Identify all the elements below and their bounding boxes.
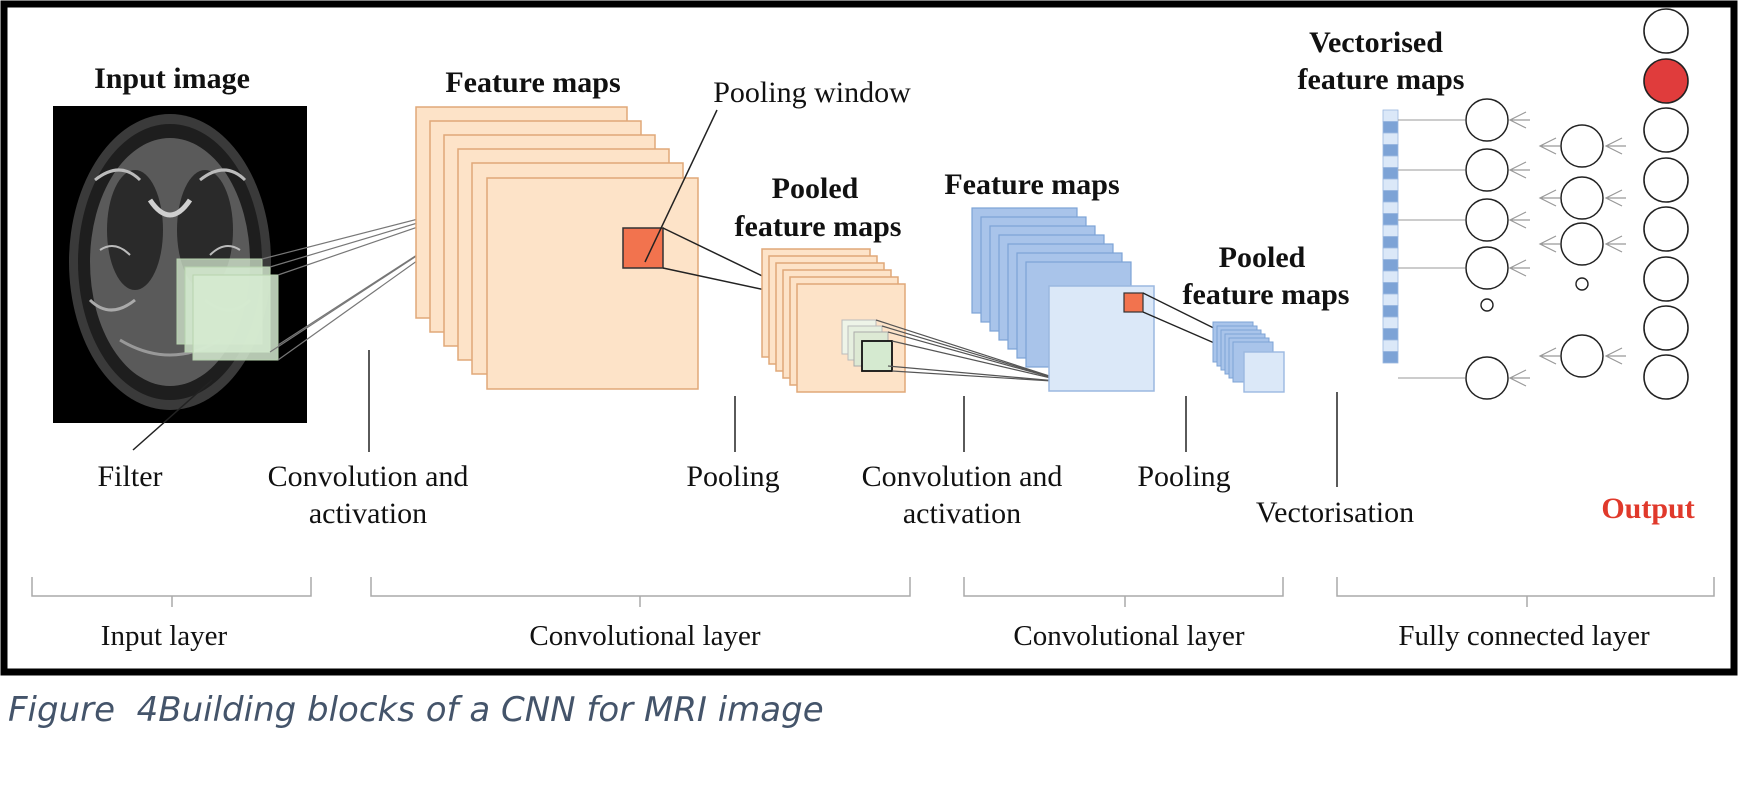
vector-cell	[1382, 293, 1399, 306]
vector-cell	[1382, 109, 1399, 122]
second-filter-projection-lines	[875, 319, 1069, 383]
label-pooled-feature-maps-1b: feature maps	[735, 210, 902, 243]
hidden-neuron	[1465, 98, 1509, 142]
label-feature-maps-1: Feature maps	[445, 66, 620, 99]
hidden-neuron-2	[1560, 222, 1604, 266]
label-pooled-feature-maps-2b: feature maps	[1183, 278, 1350, 311]
arrow-glyph	[1508, 259, 1530, 277]
label-filter: Filter	[98, 460, 163, 493]
label-pooled-feature-maps-2a: Pooled	[1219, 241, 1306, 274]
hidden-neuron	[1465, 198, 1509, 242]
arrow-glyph	[1604, 189, 1626, 207]
section-input-layer: Input layer	[101, 620, 228, 652]
vector-cell	[1382, 132, 1399, 145]
label-pooling-window: Pooling window	[713, 76, 911, 109]
hidden-neuron-2	[1560, 176, 1604, 220]
label-vectorised-a: Vectorised	[1309, 26, 1443, 59]
ellipsis-neuron	[1480, 298, 1494, 312]
pooling-window-box	[622, 227, 664, 269]
vector-cell	[1382, 351, 1399, 364]
vector-cell	[1382, 224, 1399, 237]
vector-cell	[1382, 316, 1399, 329]
output-neuron	[1643, 8, 1689, 54]
vector-cell	[1382, 247, 1399, 260]
arrow-glyph	[1604, 347, 1626, 365]
arrow-glyph	[1538, 137, 1560, 155]
output-neuron-active	[1643, 58, 1689, 104]
section-fc-layer: Fully connected layer	[1398, 620, 1650, 652]
arrow-glyph	[1508, 369, 1530, 387]
vector-cell	[1382, 259, 1399, 272]
hidden-neuron-2	[1560, 124, 1604, 168]
output-neuron	[1643, 305, 1689, 351]
vector-cell	[1382, 328, 1399, 341]
mri-input-image	[53, 106, 307, 423]
arrow-glyph	[1508, 111, 1530, 129]
output-neuron	[1643, 354, 1689, 400]
stage-tick-lines	[132, 350, 1338, 487]
vector-cell	[1382, 339, 1399, 352]
feature-maps-stack-1	[415, 106, 699, 390]
label-vectorisation: Vectorisation	[1256, 496, 1414, 529]
vector-cell	[1382, 121, 1399, 134]
pooling-window-box-2	[1123, 292, 1144, 313]
label-pooling-2: Pooling	[1137, 460, 1230, 493]
output-neuron	[1643, 256, 1689, 302]
label-conv-act-2a: Convolution and	[862, 460, 1063, 493]
vector-cell	[1382, 282, 1399, 295]
vector-cell	[1382, 167, 1399, 180]
figure-caption: Figure 4Building blocks of a CNN for MRI…	[8, 690, 824, 730]
arrow-glyph	[1538, 347, 1560, 365]
label-conv-act-1b: activation	[309, 497, 427, 530]
vectorised-column	[1382, 109, 1399, 364]
arrow-glyph	[1538, 235, 1560, 253]
hidden-neuron-2	[1560, 334, 1604, 378]
vector-cell	[1382, 201, 1399, 214]
label-vectorised-b: feature maps	[1298, 63, 1465, 96]
label-pooled-feature-maps-1a: Pooled	[772, 172, 859, 205]
label-feature-maps-2: Feature maps	[944, 168, 1119, 201]
label-conv-act-1a: Convolution and	[268, 460, 469, 493]
arrow-glyph	[1508, 161, 1530, 179]
output-neuron	[1643, 157, 1689, 203]
vector-cell	[1382, 305, 1399, 318]
vector-cell	[1382, 270, 1399, 283]
cnn-diagram: Input image Feature maps Pooling window …	[0, 0, 1738, 676]
label-conv-act-2b: activation	[903, 497, 1021, 530]
label-pooling-1: Pooling	[686, 460, 779, 493]
vector-cell	[1382, 190, 1399, 203]
label-output: Output	[1601, 492, 1694, 525]
arrow-glyph	[1604, 235, 1626, 253]
vector-cell	[1382, 155, 1399, 168]
hidden-neuron	[1465, 246, 1509, 290]
hidden-neuron	[1465, 148, 1509, 192]
vector-cell	[1382, 236, 1399, 249]
vector-cell	[1382, 178, 1399, 191]
fully-connected-network	[1398, 8, 1689, 400]
arrow-glyph	[1538, 189, 1560, 207]
hidden-neuron	[1465, 356, 1509, 400]
ellipsis-neuron	[1575, 277, 1589, 291]
section-conv-layer-2: Convolutional layer	[1013, 620, 1244, 652]
pooling-window-pointer	[644, 109, 718, 263]
vector-cell	[1382, 144, 1399, 157]
filter-window	[176, 258, 279, 361]
output-neuron	[1643, 107, 1689, 153]
arrow-glyph	[1604, 137, 1626, 155]
second-filter-window	[841, 319, 893, 372]
section-brackets	[31, 577, 1715, 607]
section-conv-layer-1: Convolutional layer	[529, 620, 760, 652]
label-input-image: Input image	[94, 62, 250, 95]
vector-cell	[1382, 213, 1399, 226]
arrow-glyph	[1508, 211, 1530, 229]
output-neuron	[1643, 206, 1689, 252]
